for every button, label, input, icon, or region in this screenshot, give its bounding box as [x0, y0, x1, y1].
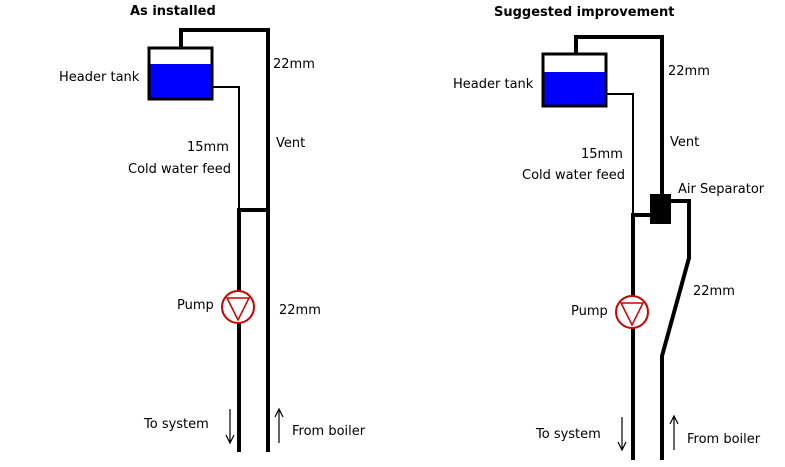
left-to-system-label: To system [143, 417, 209, 432]
right-diagram: Suggested improvement Header tank 22mm V… [453, 5, 765, 460]
right-to-system-label: To system [535, 427, 601, 442]
right-air-separator-label: Air Separator [678, 182, 765, 197]
left-down-arrow-icon [225, 409, 235, 445]
left-vent-size-label: 22mm [273, 57, 315, 72]
left-vent-pipe [179, 28, 270, 452]
right-main-size-label: 22mm [693, 284, 735, 299]
left-vent-label: Vent [276, 136, 305, 151]
left-cold-water-feed-label: Cold water feed [128, 162, 231, 177]
left-from-boiler-label: From boiler [292, 424, 366, 439]
right-header-tank [541, 52, 608, 108]
left-pump-pipe [237, 208, 268, 452]
right-pump-icon [615, 295, 649, 329]
right-vent-label: Vent [670, 135, 699, 150]
left-tank-water [150, 64, 211, 98]
right-pump-label: Pump [571, 304, 608, 319]
right-boiler-pipe [660, 199, 691, 460]
right-cold-feed-pipe [606, 93, 634, 215]
left-header-tank [147, 46, 214, 101]
right-tank-water [544, 72, 605, 105]
right-down-arrow-icon [617, 417, 627, 452]
left-pump-icon [221, 290, 255, 324]
left-title: As installed [130, 4, 216, 19]
right-header-tank-label: Header tank [453, 77, 534, 92]
right-title: Suggested improvement [494, 5, 674, 20]
right-feed-size-label: 15mm [581, 147, 623, 162]
right-vent-pipe [574, 35, 664, 196]
left-pump-label: Pump [177, 298, 214, 313]
right-from-boiler-label: From boiler [687, 432, 761, 447]
left-diagram: As installed Header tank 22mm Vent 15mm … [59, 4, 366, 452]
right-up-arrow-icon [669, 414, 679, 450]
left-main-size-label: 22mm [279, 303, 321, 318]
left-up-arrow-icon [274, 407, 284, 443]
left-header-tank-label: Header tank [59, 70, 140, 85]
right-cold-water-feed-label: Cold water feed [522, 168, 625, 183]
right-vent-size-label: 22mm [668, 64, 710, 79]
left-cold-feed-pipe [212, 86, 240, 210]
left-feed-size-label: 15mm [187, 140, 229, 155]
right-pump-pipe [631, 213, 651, 460]
right-air-separator [650, 194, 671, 224]
